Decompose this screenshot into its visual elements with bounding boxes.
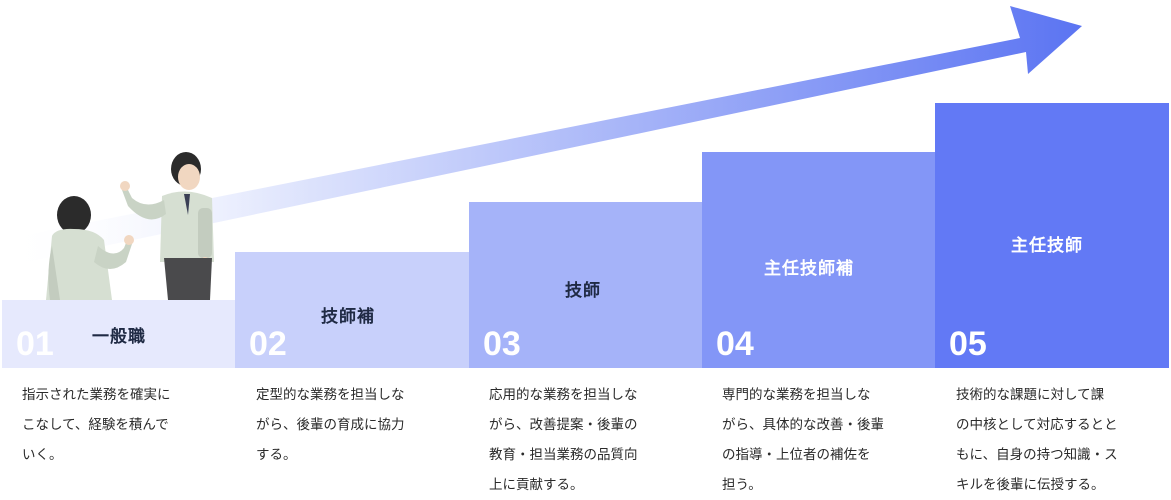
step-3-block: 03 技師 [469, 202, 702, 368]
step-title: 技師 [565, 281, 601, 301]
step-4-description: 専門的な業務を担当しな がら、具体的な改善・後輩 の指導・上位者の補佐を 担う。 [722, 387, 884, 493]
step-number: 03 [483, 325, 521, 363]
step-title: 主任技師 [1011, 236, 1083, 256]
step-2-description: 定型的な業務を担当しな がら、後輩の育成に協力 する。 [256, 387, 405, 463]
step-number: 01 [16, 325, 54, 363]
step-number: 04 [716, 325, 754, 363]
step-1-block: 01 一般職 [2, 300, 235, 368]
step-title: 技師補 [321, 307, 375, 327]
step-title: 一般職 [92, 327, 146, 347]
step-number: 05 [949, 325, 987, 363]
step-number: 02 [249, 325, 287, 363]
step-4-block: 04 主任技師補 [702, 152, 935, 368]
step-3-description: 応用的な業務を担当しな がら、改善提案・後輩の 教育・担当業務の品質向 上に貢献… [489, 387, 638, 493]
worker-figure-left-icon [46, 196, 134, 300]
step-5-block: 05 主任技師 [935, 103, 1169, 368]
step-title: 主任技師補 [764, 259, 854, 279]
step-5-description: 技術的な課題に対して課 の中核として対応するとと もに、自身の持つ知識・ス キル… [956, 387, 1118, 493]
step-2-block: 02 技師補 [235, 252, 469, 368]
step-1-description: 指示された業務を確実に こなして、経験を積んで いく。 [22, 387, 171, 463]
worker-figure-right-icon [120, 152, 214, 300]
upward-arrow-icon [0, 6, 1082, 268]
